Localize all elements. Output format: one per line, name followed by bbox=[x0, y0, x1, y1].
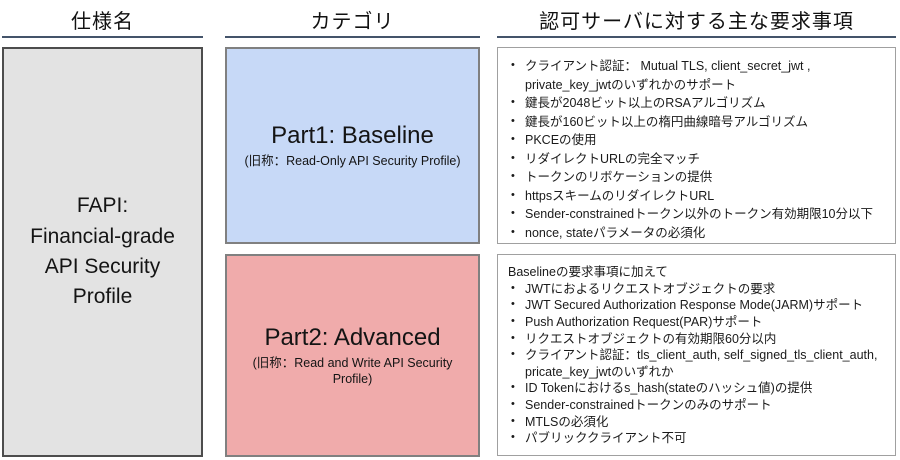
requirement-item: httpsスキームのリダイレクトURL bbox=[504, 187, 890, 206]
column-header-requirements: 認可サーバに対する主な要求事項 bbox=[497, 2, 896, 38]
requirement-item: PKCEの使用 bbox=[504, 131, 890, 150]
column-header-requirements-label: 認可サーバに対する主な要求事項 bbox=[539, 10, 854, 33]
spec-box: FAPI: Financial-grade API Security Profi… bbox=[2, 47, 203, 457]
column-header-category: カテゴリ bbox=[225, 2, 480, 38]
requirement-item: MTLSの必須化 bbox=[504, 414, 890, 431]
requirement-item: Sender-constrainedトークン以外のトークン有効期限10分以下 bbox=[504, 205, 890, 224]
category-box-part2-advanced: Part2: Advanced (旧称：Read and Write API S… bbox=[225, 254, 480, 457]
requirement-item: nonce, stateパラメータの必須化 bbox=[504, 224, 890, 243]
part2-title: Part2: Advanced bbox=[264, 323, 441, 351]
requirement-item: JWTにおよるリクエストオブジェクトの要求 bbox=[504, 281, 890, 298]
spec-box-title: FAPI: Financial-grade API Security Profi… bbox=[30, 194, 175, 309]
requirement-item: Sender-constrainedトークンのみのサポート bbox=[504, 397, 890, 414]
requirement-item: クライアント認証：tls_client_auth, self_signed_tl… bbox=[504, 347, 890, 380]
requirement-item: 鍵長が160ビット以上の楕円曲線暗号アルゴリズム bbox=[504, 113, 890, 132]
part1-subtitle: (旧称：Read-Only API Security Profile) bbox=[244, 153, 461, 168]
requirement-item: トークンのリボケーションの提供 bbox=[504, 168, 890, 187]
requirement-item: リダイレクトURLの完全マッチ bbox=[504, 150, 890, 169]
category-box-part1-baseline: Part1: Baseline (旧称：Read-Only API Securi… bbox=[225, 47, 480, 244]
requirements-part2-intro: Baselineの要求事項に加えて bbox=[508, 265, 668, 279]
requirement-item: クライアント認証： Mutual TLS, client_secret_jwt … bbox=[504, 57, 890, 94]
part1-title: Part1: Baseline bbox=[271, 122, 434, 150]
requirements-list-part1: クライアント認証： Mutual TLS, client_secret_jwt … bbox=[504, 57, 890, 242]
requirement-item: リクエストオブジェクトの有効期限60分以内 bbox=[504, 331, 890, 348]
column-header-category-label: カテゴリ bbox=[310, 10, 395, 33]
part2-subtitle: (旧称：Read and Write API Security Profile) bbox=[252, 355, 453, 386]
requirement-item: Push Authorization Request(PAR)サポート bbox=[504, 314, 890, 331]
requirement-item: 鍵長が2048ビット以上のRSAアルゴリズム bbox=[504, 94, 890, 113]
requirements-box-part2: Baselineの要求事項に加えて JWTにおよるリクエストオブジェクトの要求 … bbox=[497, 254, 896, 456]
requirements-box-part1: クライアント認証： Mutual TLS, client_secret_jwt … bbox=[497, 47, 896, 244]
requirement-item: JWT Secured Authorization Response Mode(… bbox=[504, 297, 890, 314]
column-header-spec-name: 仕様名 bbox=[2, 2, 203, 38]
requirement-item: パブリッククライアント不可 bbox=[504, 430, 890, 447]
requirement-item: ID Tokenにおけるs_hash(stateのハッシュ値)の提供 bbox=[504, 380, 890, 397]
requirements-list-part2: JWTにおよるリクエストオブジェクトの要求 JWT Secured Author… bbox=[504, 281, 890, 447]
column-header-spec-name-label: 仕様名 bbox=[71, 10, 134, 33]
